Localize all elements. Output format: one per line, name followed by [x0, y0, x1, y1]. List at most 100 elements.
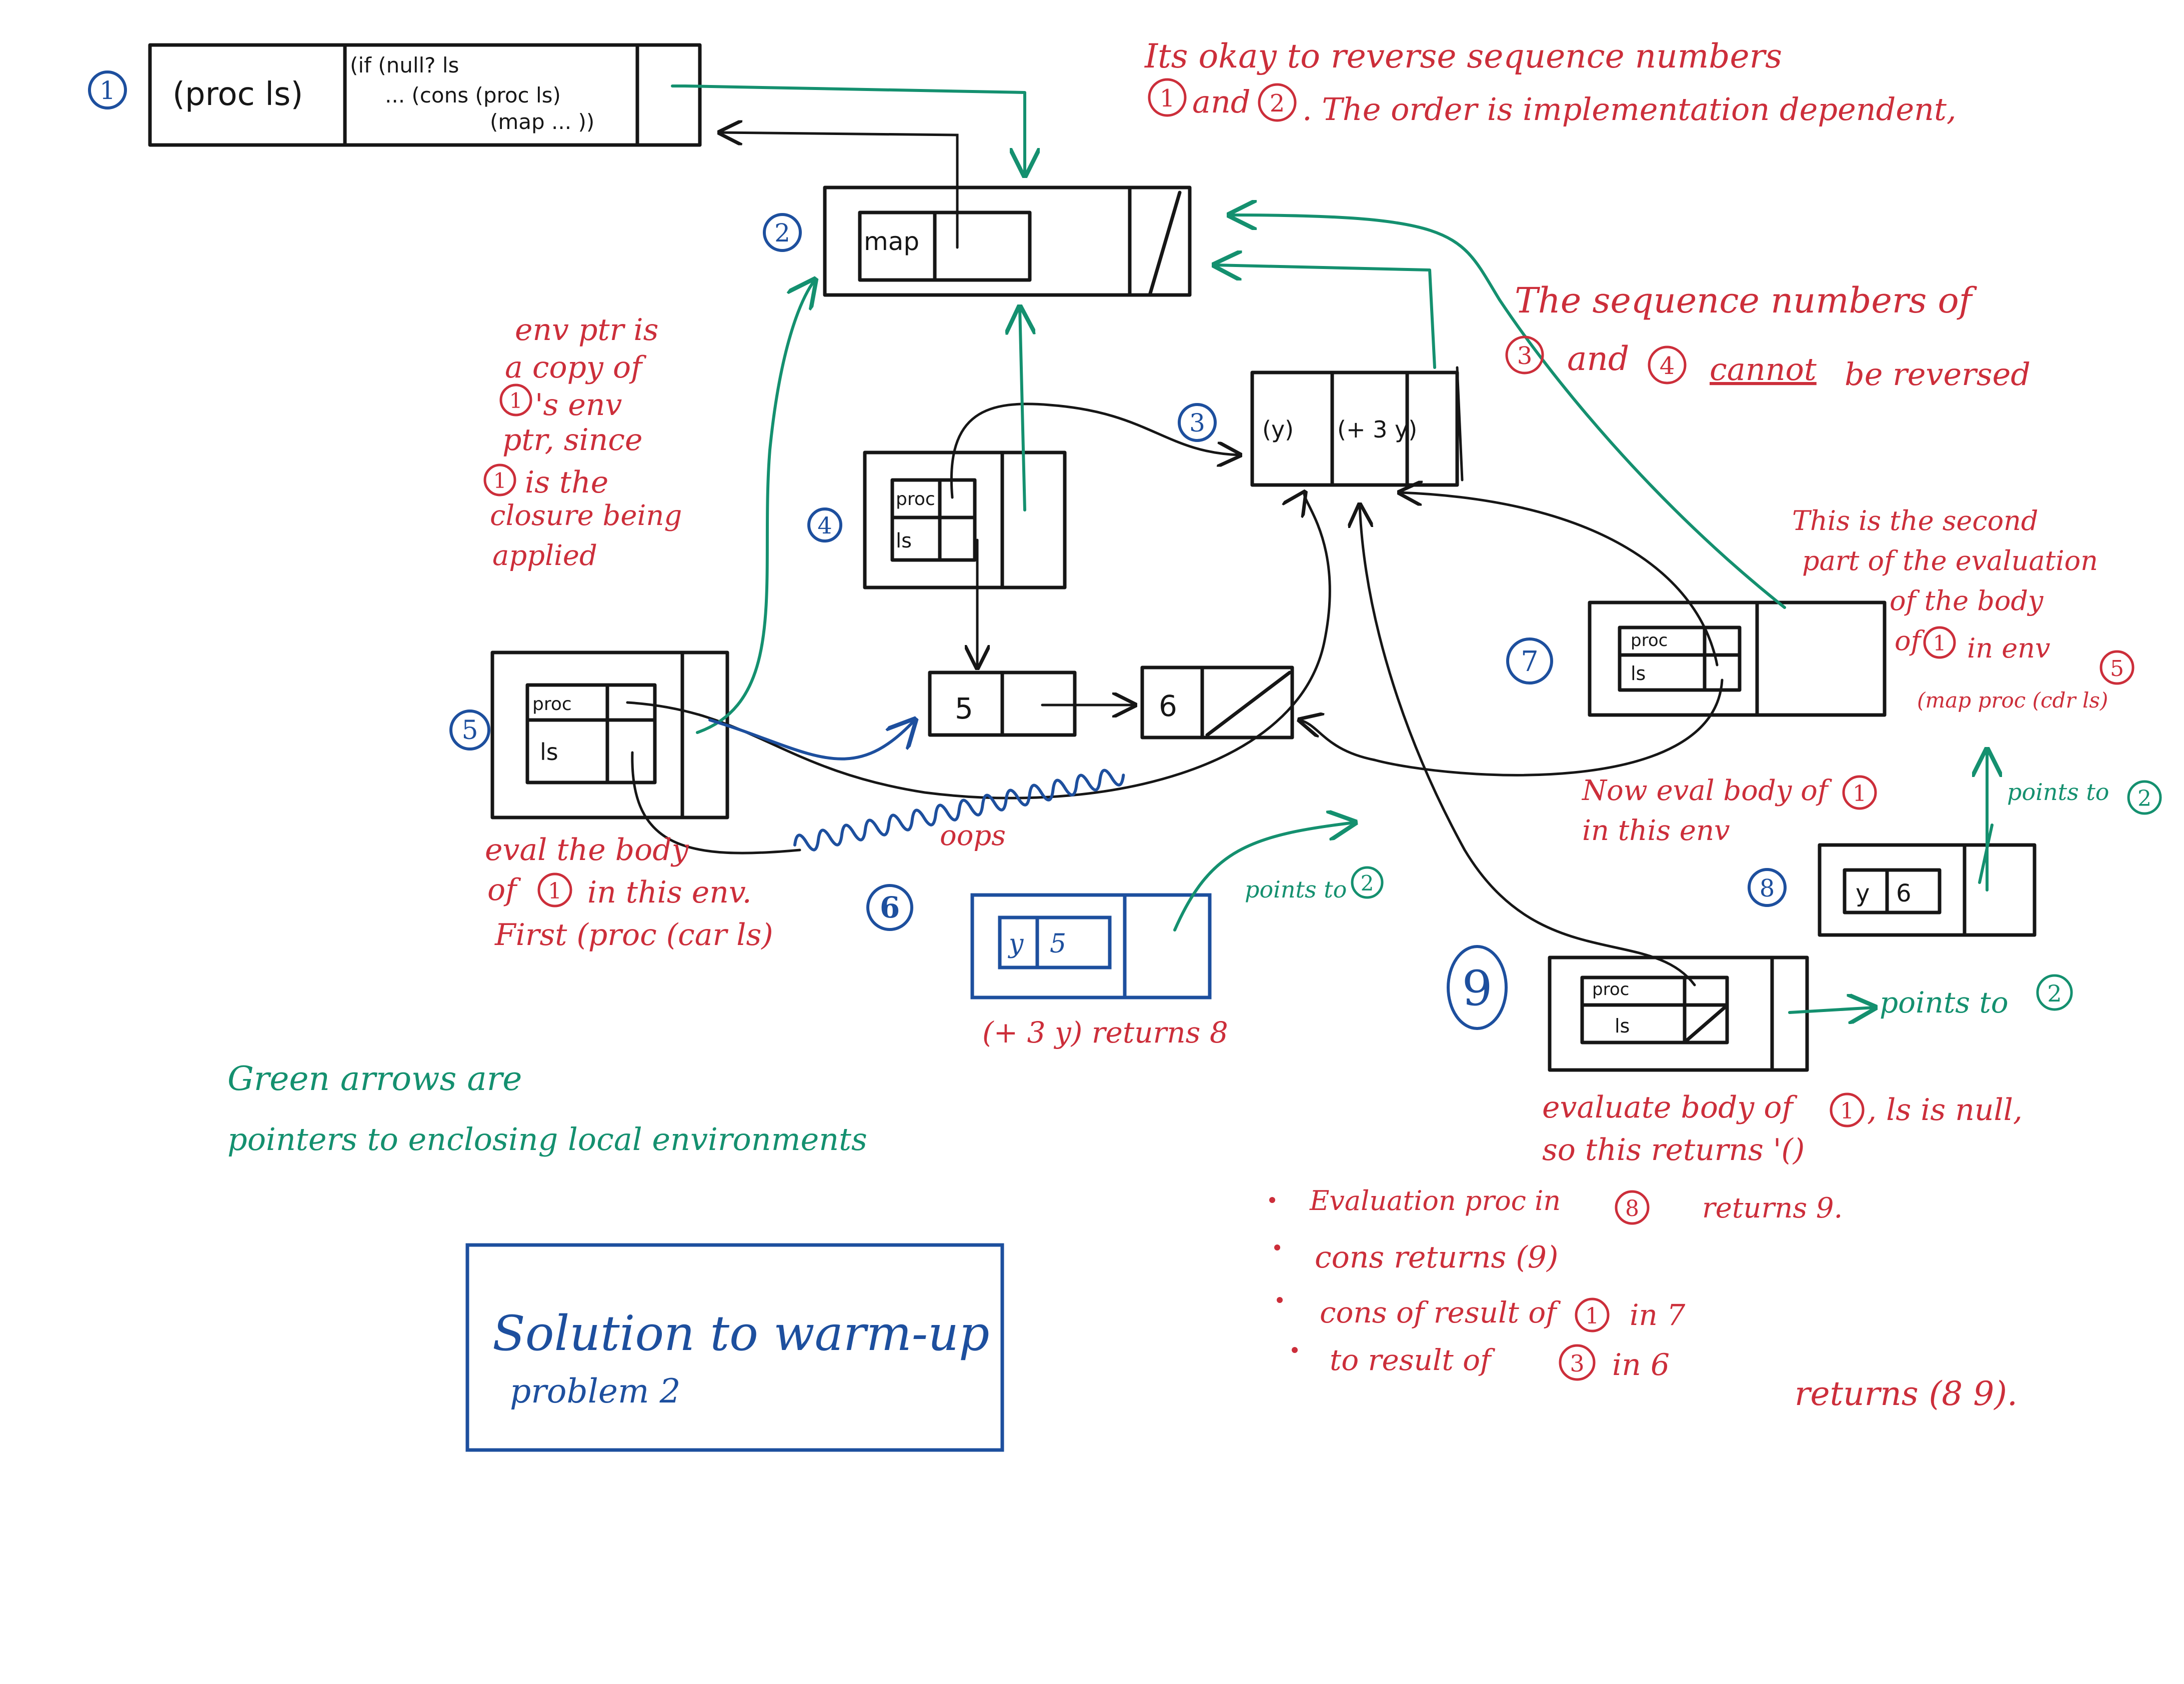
svg-text:8: 8 — [1760, 874, 1775, 902]
svg-text:2: 2 — [2138, 786, 2152, 812]
frame-7-var-proc: proc — [1631, 630, 1668, 650]
svg-text:5: 5 — [461, 716, 478, 746]
note-reverse-2-cannot: cannot — [1710, 351, 1817, 388]
svg-text:7: 7 — [1521, 646, 1539, 678]
note-reverse-1-line1: Its okay to reverse sequence numbers — [1144, 37, 1782, 76]
svg-text:of: of — [487, 872, 521, 908]
note-reverse-2-and: and — [1567, 340, 1629, 378]
svg-text:of the body: of the body — [1890, 585, 2044, 616]
svg-text:cons of result of: cons of result of — [1320, 1296, 1561, 1330]
svg-text:8: 8 — [1625, 1196, 1639, 1222]
svg-text:This is the second: This is the second — [1792, 505, 2038, 536]
closure-1-body-line3: (map ... )) — [490, 110, 594, 134]
note-reverse-2-rest: be reversed — [1845, 356, 2031, 392]
svg-text:3: 3 — [1189, 408, 1205, 438]
svg-text:2: 2 — [1361, 871, 1374, 896]
svg-text:9: 9 — [1462, 960, 1492, 1016]
svg-text:1: 1 — [1853, 781, 1867, 806]
svg-text:3: 3 — [1517, 342, 1533, 370]
svg-text:returns (8 9).: returns (8 9). — [1795, 1374, 2018, 1413]
frame-5-var-proc: proc — [532, 694, 572, 714]
note-reverse-1-and: and — [1192, 84, 1251, 120]
frame-9-var-ls: ls — [1615, 1015, 1630, 1037]
note-evaluate-body-9: evaluate body of 1 , ls is null, so this… — [1542, 1090, 2023, 1168]
frame-4-var-ls: ls — [896, 530, 912, 552]
svg-text:Evaluation proc in: Evaluation proc in — [1309, 1185, 1561, 1216]
svg-text:env ptr is: env ptr is — [515, 312, 658, 348]
svg-text:5: 5 — [2110, 656, 2124, 682]
cons-cell-6: 6 — [1140, 666, 1294, 740]
black-pointers — [626, 132, 1724, 986]
frame-6-var: y — [1008, 929, 1024, 959]
svg-text:1: 1 — [1160, 84, 1175, 112]
note-reverse-2-line1: The sequence numbers of — [1515, 280, 1978, 321]
note-eval-body-5: eval the body of 1 in this env. First (p… — [485, 832, 773, 952]
frame-9: proc ls — [1548, 956, 1809, 1072]
frame-8-var: y — [1856, 880, 1870, 908]
svg-text:is the: is the — [525, 465, 608, 500]
title-line2: problem 2 — [510, 1372, 681, 1410]
svg-text:, ls is null,: , ls is null, — [1867, 1092, 2023, 1128]
svg-text:1: 1 — [1585, 1304, 1599, 1329]
note-points-to-8: points to 2 — [2007, 778, 2162, 815]
svg-text:4: 4 — [817, 512, 832, 539]
closure-3-body: (+ 3 y) — [1337, 416, 1417, 443]
closure-1-body-line1: (if (null? ls — [350, 53, 459, 78]
svg-text:1: 1 — [548, 878, 562, 904]
frame-7: proc ls — [1588, 600, 1887, 717]
closure-1: (proc ls) (if (null? ls ... (cons (proc … — [148, 43, 702, 147]
svg-text:part of the evaluation: part of the evaluation — [1802, 545, 2098, 576]
cons-cell-5-car: 5 — [955, 692, 973, 726]
note-reverse-1-rest: . The order is implementation dependent, — [1302, 91, 1957, 128]
svg-text:1: 1 — [1840, 1098, 1854, 1124]
frame-9-var-proc: proc — [1592, 980, 1629, 1000]
cons-cell-5: 5 — [928, 670, 1077, 737]
svg-text:closure being: closure being — [490, 500, 682, 532]
svg-text:of: of — [1895, 625, 1925, 656]
svg-text:6: 6 — [880, 890, 900, 924]
frame-4-var-proc: proc — [896, 489, 935, 510]
cons-cell-6-car: 6 — [1159, 689, 1177, 723]
svg-text:3: 3 — [1570, 1350, 1584, 1377]
frame-6: y 5 — [970, 893, 1212, 1000]
note-points-to-9: points to 2 — [1880, 974, 2073, 1020]
svg-text:points to: points to — [1245, 876, 1347, 903]
svg-text:eval the body: eval the body — [485, 832, 689, 868]
svg-text:in 6: in 6 — [1612, 1348, 1670, 1382]
svg-text:1: 1 — [509, 388, 523, 413]
svg-text:evaluate body of: evaluate body of — [1542, 1090, 1798, 1125]
svg-text:1: 1 — [1933, 631, 1947, 656]
title-line1: Solution to warm-up — [492, 1306, 989, 1362]
frame-5: proc ls — [490, 650, 729, 820]
svg-text:1: 1 — [99, 76, 115, 105]
note-returns-8: (+ 3 y) returns 8 — [982, 1016, 1228, 1050]
note-green-arrows: Green arrows are pointers to enclosing l… — [227, 1060, 867, 1158]
note-reverse-1: Its okay to reverse sequence numbers 1 a… — [1144, 37, 1957, 128]
closure-3: (y) (+ 3 y) — [1250, 366, 1464, 487]
svg-text:applied: applied — [492, 540, 597, 572]
note-points-to-6: points to 2 — [1245, 866, 1384, 903]
svg-text:in this env: in this env — [1582, 814, 1730, 847]
note-now-eval: Now eval body of 1 in this env — [1581, 774, 1877, 847]
seq-number-1: 1 — [88, 70, 127, 110]
seq-number-2: 2 — [763, 213, 802, 252]
seq-number-8: 8 — [1748, 868, 1787, 907]
seq-number-4: 4 — [807, 508, 842, 542]
note-env-ptr: env ptr is a copy of 1 's env ptr, since… — [483, 312, 682, 572]
svg-text:pointers to enclosing local en: pointers to enclosing local environments — [227, 1121, 867, 1158]
svg-text:cons returns (9): cons returns (9) — [1315, 1240, 1558, 1275]
closure-3-params: (y) — [1262, 416, 1294, 443]
svg-text:points to: points to — [2007, 778, 2109, 806]
svg-text:2: 2 — [2047, 980, 2062, 1007]
frame-7-var-ls: ls — [1631, 662, 1646, 684]
svg-text:Green arrows are: Green arrows are — [227, 1060, 522, 1098]
svg-text:1: 1 — [493, 468, 507, 493]
seq-number-7: 7 — [1506, 638, 1553, 684]
note-oops: oops — [940, 820, 1006, 852]
note-second-part: This is the second part of the evaluatio… — [1792, 505, 2135, 712]
svg-text:2: 2 — [1270, 90, 1285, 118]
svg-text:to result of: to result of — [1330, 1343, 1496, 1377]
frame-5-var-ls: ls — [540, 738, 558, 766]
svg-text:points to: points to — [1880, 986, 2009, 1020]
